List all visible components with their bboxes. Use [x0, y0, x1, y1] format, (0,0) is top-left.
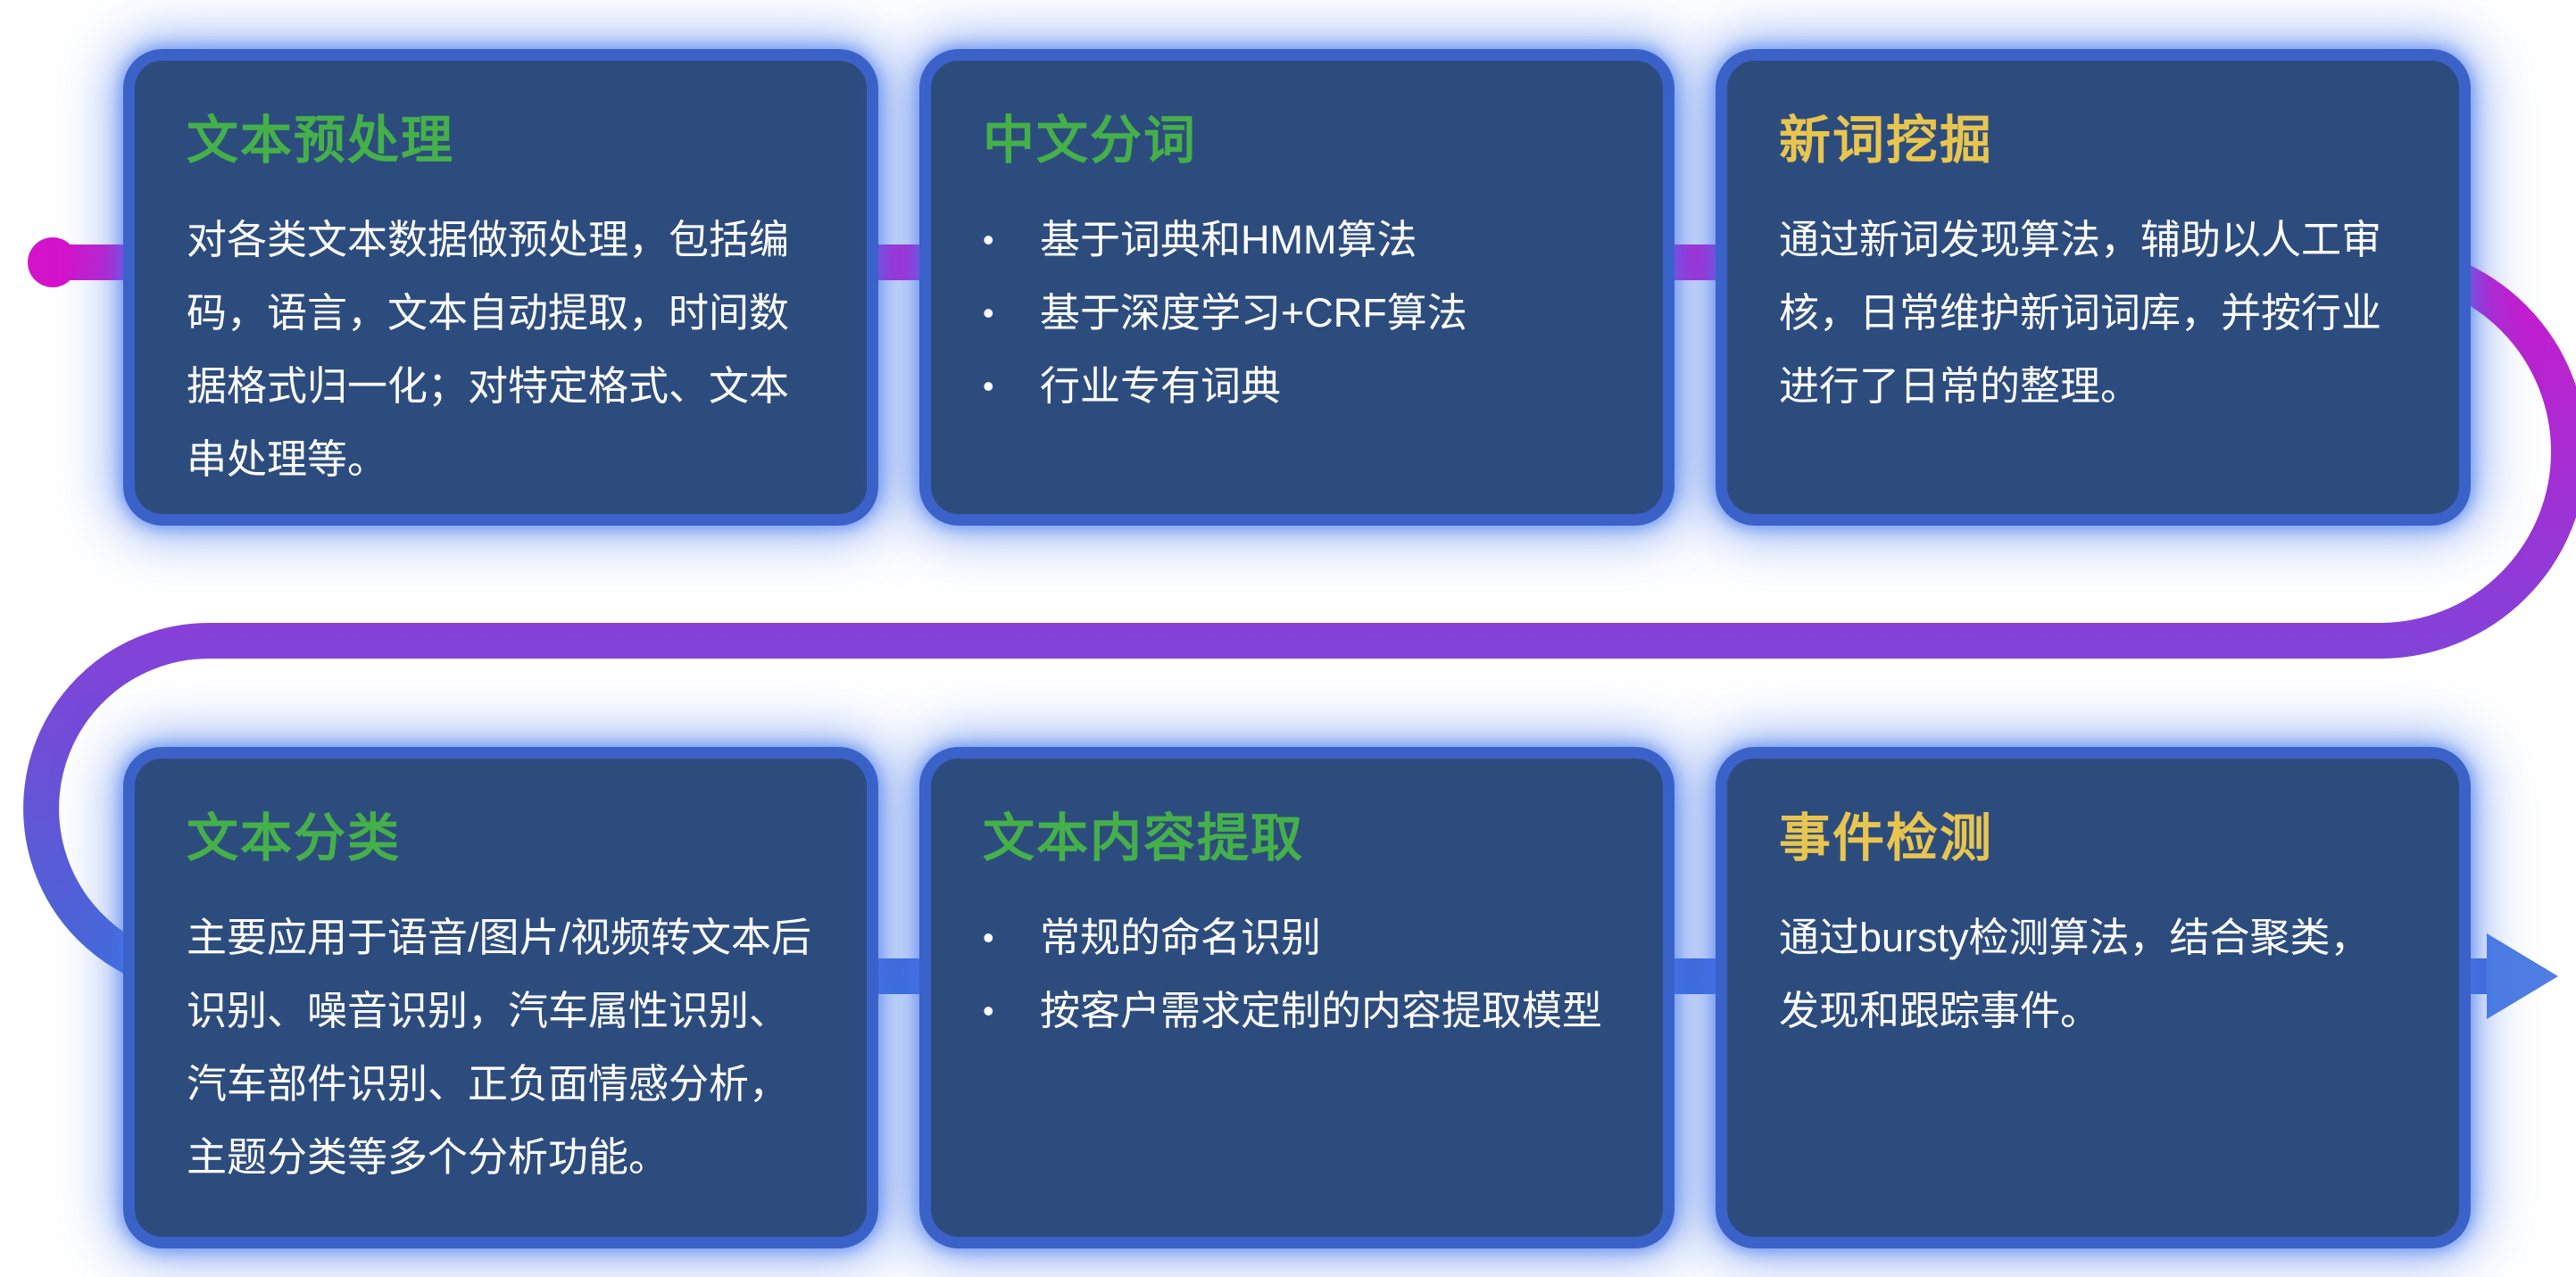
bullet-dot-icon: •	[983, 992, 994, 1029]
flow-start-dot	[28, 237, 78, 287]
bullet-list: • 基于词典和HMM算法 • 基于深度学习+CRF算法 • 行业专有词典	[983, 203, 1611, 423]
bullet-list: • 常规的命名识别 • 按客户需求定制的内容提取模型	[983, 901, 1611, 1048]
bullet-text: 基于深度学习+CRF算法	[1040, 290, 1467, 336]
card-title: 文本预处理	[187, 112, 455, 170]
card-event-detection: 事件检测 通过bursty检测算法，结合聚类，发现和跟踪事件。	[1716, 747, 2471, 1248]
card-body: 通过bursty检测算法，结合聚类，发现和跟踪事件。	[1779, 915, 2371, 1033]
bullet-text: 按客户需求定制的内容提取模型	[1040, 988, 1603, 1033]
card-text-preprocessing: 文本预处理 对各类文本数据做预处理，包括编码，语言，文本自动提取，时间数据格式归…	[123, 49, 878, 526]
card-title: 中文分词	[983, 112, 1198, 170]
card-text-classification: 文本分类 主要应用于语音/图片/视频转文本后识别、噪音识别，汽车属性识别、汽车部…	[123, 747, 878, 1248]
card-body: 主要应用于语音/图片/视频转文本后识别、噪音识别，汽车属性识别、汽车部件识别、正…	[187, 915, 812, 1180]
card-new-word-mining: 新词挖掘 通过新词发现算法，辅助以人工审核，日常维护新词词库，并按行业进行了日常…	[1716, 49, 2471, 526]
card-text-content-extraction: 文本内容提取 • 常规的命名识别 • 按客户需求定制的内容提取模型	[919, 747, 1674, 1248]
card-title: 新词挖掘	[1779, 112, 1994, 170]
flow-arrow-icon	[2487, 933, 2558, 1019]
bullet-item: • 行业专有词典	[983, 350, 1611, 423]
bullet-item: • 基于词典和HMM算法	[983, 203, 1611, 277]
bullet-item: • 常规的命名识别	[983, 901, 1611, 974]
card-title: 文本分类	[187, 809, 402, 867]
bullet-item: • 基于深度学习+CRF算法	[983, 277, 1611, 350]
bullet-text: 行业专有词典	[1040, 363, 1282, 409]
flow-path	[23, 245, 2576, 994]
bullet-dot-icon: •	[983, 368, 994, 404]
card-title: 文本内容提取	[983, 809, 1305, 867]
card-title: 事件检测	[1779, 809, 1994, 867]
card-body: 通过新词发现算法，辅助以人工审核，日常维护新词词库，并按行业进行了日常的整理。	[1779, 217, 2382, 409]
card-body: 对各类文本数据做预处理，包括编码，语言，文本自动提取，时间数据格式归一化；对特定…	[187, 217, 790, 482]
bullet-text: 常规的命名识别	[1040, 915, 1322, 960]
bullet-item: • 按客户需求定制的内容提取模型	[983, 974, 1611, 1048]
bullet-dot-icon: •	[983, 221, 994, 258]
bullet-text: 基于词典和HMM算法	[1040, 217, 1417, 262]
bullet-dot-icon: •	[983, 294, 994, 331]
bullet-dot-icon: •	[983, 919, 994, 956]
card-chinese-word-segmentation: 中文分词 • 基于词典和HMM算法 • 基于深度学习+CRF算法 • 行业专有词…	[919, 49, 1674, 526]
